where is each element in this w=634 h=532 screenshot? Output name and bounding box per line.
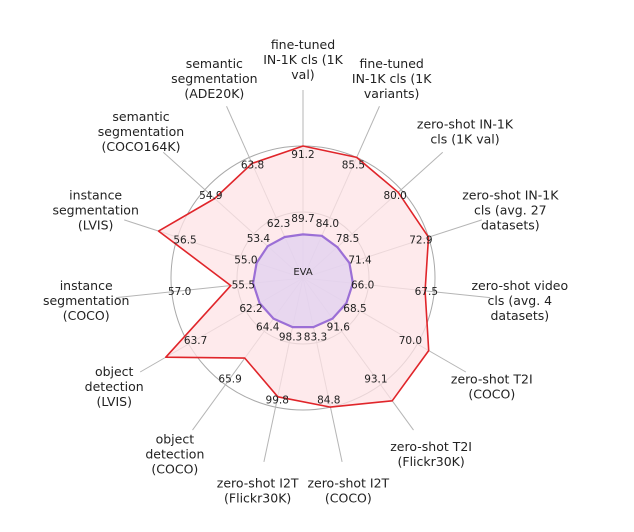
- axis-label-line: variants): [364, 86, 420, 101]
- axis-label-line: cls (1K val): [430, 132, 499, 147]
- inner-value-label-5: 68.5: [343, 303, 366, 315]
- axis-label-5: zero-shot T2I(COCO): [451, 372, 533, 402]
- outer-value-label-4: 67.5: [415, 286, 438, 298]
- axis-label-line: instance: [60, 278, 113, 293]
- axis-label-line: (ADE20K): [184, 86, 244, 101]
- outer-value-label-8: 99.8: [266, 394, 289, 406]
- inner-value-label-11: 55.5: [232, 279, 255, 291]
- axis-label-line: (COCO): [151, 461, 198, 476]
- outer-value-label-10: 63.7: [184, 335, 207, 347]
- outer-value-label-1: 85.5: [342, 160, 365, 172]
- axis-label-line: zero-shot T2I: [390, 439, 472, 454]
- inner-series-area: [252, 233, 354, 329]
- inner-value-label-2: 78.5: [336, 233, 359, 245]
- inner-value-label-1: 84.0: [316, 218, 339, 230]
- outer-value-label-5: 70.0: [399, 335, 422, 347]
- axis-label-line: cls (avg. 4: [488, 293, 553, 308]
- axis-label-line: (LVIS): [78, 218, 114, 233]
- outer-value-label-7: 84.8: [317, 394, 340, 406]
- axis-label-line: IN-1K cls (1K: [352, 71, 432, 86]
- axis-label-line: instance: [69, 188, 122, 203]
- axis-label-line: object: [156, 431, 195, 446]
- inner-value-label-12: 55.0: [234, 254, 257, 266]
- axis-label-line: cls (avg. 27: [474, 203, 547, 218]
- inner-value-label-14: 62.3: [267, 218, 290, 230]
- outer-value-label-14: 63.8: [241, 160, 264, 172]
- axis-label-line: semantic: [186, 56, 243, 71]
- axis-label-line: segmentation: [98, 124, 184, 139]
- axis-label-line: (COCO): [63, 308, 110, 323]
- axis-label-line: datasets): [481, 218, 540, 233]
- axis-label-line: (COCO): [325, 491, 372, 506]
- axis-label-line: zero-shot IN-1K: [417, 117, 514, 132]
- outer-value-label-6: 93.1: [364, 373, 387, 385]
- axis-label-7: zero-shot I2T(COCO): [307, 476, 389, 506]
- axis-label-line: (LVIS): [96, 394, 132, 409]
- axis-label-6: zero-shot T2I(Flickr30K): [390, 439, 472, 469]
- inner-value-label-4: 66.0: [351, 279, 374, 291]
- axis-label-line: fine-tuned: [271, 37, 335, 52]
- axis-label-line: (Flickr30K): [398, 454, 465, 469]
- outer-value-label-0: 91.2: [291, 149, 314, 161]
- outer-value-label-3: 72.9: [409, 235, 432, 247]
- axis-label-line: zero-shot I2T: [307, 476, 389, 491]
- inner-value-label-13: 53.4: [247, 233, 271, 245]
- axis-label-line: segmentation: [43, 293, 129, 308]
- axis-label-line: semantic: [112, 109, 169, 124]
- axis-label-line: IN-1K cls (1K: [263, 52, 343, 67]
- axis-label-line: (COCO): [468, 387, 515, 402]
- inner-value-label-6: 91.6: [327, 322, 351, 334]
- axis-label-line: zero-shot IN-1K: [462, 188, 559, 203]
- axis-label-8: zero-shot I2T(Flickr30K): [217, 476, 299, 506]
- axis-label-line: zero-shot T2I: [451, 372, 533, 387]
- inner-value-label-10: 62.2: [239, 303, 262, 315]
- axis-label-line: (COCO164K): [102, 139, 181, 154]
- axis-label-line: object: [95, 364, 134, 379]
- inner-value-label-8: 98.3: [279, 332, 302, 344]
- outer-value-label-12: 56.5: [173, 235, 196, 247]
- axis-label-line: zero-shot video: [472, 278, 569, 293]
- axis-label-line: detection: [145, 446, 204, 461]
- outer-value-label-13: 54.9: [199, 190, 222, 202]
- inner-value-label-7: 83.3: [304, 332, 327, 344]
- axis-label-line: fine-tuned: [359, 56, 423, 71]
- center-label: EVA: [293, 267, 313, 278]
- inner-value-label-0: 89.7: [291, 213, 314, 225]
- axis-label-line: segmentation: [52, 203, 138, 218]
- axis-label-line: datasets): [490, 308, 549, 323]
- axis-label-line: segmentation: [171, 71, 257, 86]
- axis-label-line: zero-shot I2T: [217, 476, 299, 491]
- outer-value-label-9: 65.9: [218, 373, 241, 385]
- outer-value-label-2: 80.0: [383, 190, 406, 202]
- outer-value-label-11: 57.0: [168, 286, 191, 298]
- inner-value-label-3: 71.4: [348, 254, 372, 266]
- axis-label-line: detection: [85, 379, 144, 394]
- axis-label-line: val): [291, 67, 314, 82]
- axis-label-line: (Flickr30K): [224, 491, 291, 506]
- inner-value-label-9: 64.4: [256, 322, 280, 334]
